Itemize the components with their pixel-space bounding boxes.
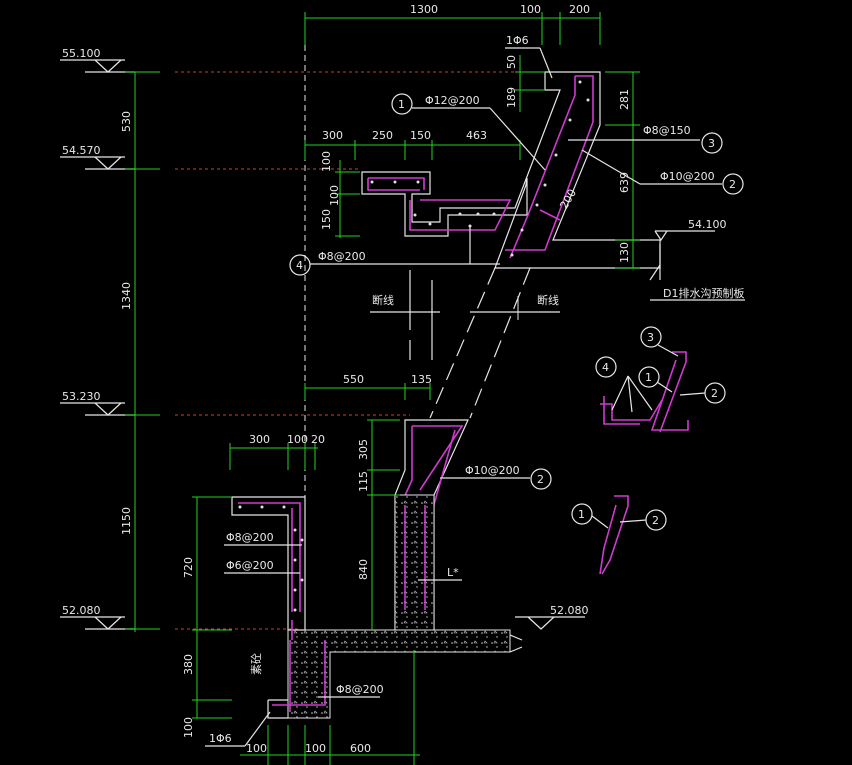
dim-label: 100 (320, 151, 333, 172)
callout-number: 2 (652, 514, 659, 527)
rebar-label: L* (447, 566, 459, 579)
dim-label: 115 (357, 471, 370, 492)
dim-label: 189 (505, 87, 518, 108)
callout-number: 4 (296, 259, 303, 272)
dim-label: 20 (311, 433, 325, 446)
break-region: 断线 断线 (370, 267, 560, 419)
callout-number: 4 (602, 361, 609, 374)
rebar-label: 1Φ6 (209, 732, 232, 745)
rebar-label: Φ6@200 (226, 559, 274, 572)
dim-label: 1150 (120, 507, 133, 535)
dim-label: 600 (350, 742, 371, 755)
dim-label: 100 (328, 185, 341, 206)
elevation-markers: 55.100 54.570 53.230 52.080 52.080 (60, 47, 589, 630)
dim-label: 300 (249, 433, 270, 446)
dim-label: 840 (357, 559, 370, 580)
rebar-label: Φ10@200 (465, 464, 520, 477)
dim-label: 130 (618, 242, 631, 263)
rebar-label: Φ10@200 (660, 170, 715, 183)
dim-label: 550 (343, 373, 364, 386)
callout-number: 2 (711, 387, 718, 400)
dim-label: 200 (557, 187, 579, 212)
elevation-label: 52.080 (550, 604, 589, 617)
elevation-label: 54.570 (62, 144, 101, 157)
note-label: 素砼 (250, 653, 263, 675)
dim-label: 380 (182, 654, 195, 675)
dim-label: 100 (182, 717, 195, 738)
lower-section: 550 135 300 100 20 (182, 373, 530, 765)
elevation-label: 52.080 (62, 604, 101, 617)
dim-label: 463 (466, 129, 487, 142)
rebar-detail-sketch: 4 3 1 2 (595, 326, 726, 433)
dim-label: 135 (411, 373, 432, 386)
dim-label: 281 (618, 89, 631, 110)
callout-number: 1 (578, 508, 585, 521)
dim-label: 200 (569, 3, 590, 16)
dim-label: 100 (287, 433, 308, 446)
upper-section: 300 250 150 463 281 639 130 50 189 100 1… (304, 34, 745, 301)
rebar-label: 1Φ6 (506, 34, 529, 47)
left-vertical-dimensions: 530 1340 1150 (120, 71, 160, 632)
rebar-label: Φ8@200 (226, 531, 274, 544)
elevation-label: 55.100 (62, 47, 101, 60)
rebar-detail-sketch: 1 2 (571, 495, 667, 575)
callout-number: 3 (708, 137, 715, 150)
dim-label: 50 (505, 55, 518, 69)
dim-label: 720 (182, 557, 195, 578)
rebar-label: Φ8@200 (336, 683, 384, 696)
elevation-label: 53.230 (62, 390, 101, 403)
callouts-main: 1 3 2 4 2 (289, 93, 744, 490)
dim-label: 100 (520, 3, 541, 16)
dim-label: 150 (320, 209, 333, 230)
callout-number: 1 (645, 371, 652, 384)
break-label: 断线 (372, 293, 394, 307)
callout-number: 3 (647, 331, 654, 344)
callout-number: 1 (398, 98, 405, 111)
dim-label: 530 (120, 111, 133, 132)
dim-label: 300 (322, 129, 343, 142)
callout-number: 2 (729, 178, 736, 191)
callout-number: 2 (537, 473, 544, 486)
dim-label: 1300 (410, 3, 438, 16)
rebar-label: Φ12@200 (425, 94, 480, 107)
dim-label: 1340 (120, 282, 133, 310)
dim-label: 100 (305, 742, 326, 755)
dim-label: 250 (372, 129, 393, 142)
elevation-label: 54.100 (688, 218, 727, 231)
rebar-label: Φ8@150 (643, 124, 691, 137)
dim-label: 305 (357, 439, 370, 460)
note-label: D1排水沟预制板 (663, 286, 744, 300)
break-label: 断线 (537, 293, 559, 307)
dim-label: 100 (246, 742, 267, 755)
rebar-label: Φ8@200 (318, 250, 366, 263)
dim-label: 150 (410, 129, 431, 142)
top-dimensions: 1300 100 200 (304, 3, 601, 45)
